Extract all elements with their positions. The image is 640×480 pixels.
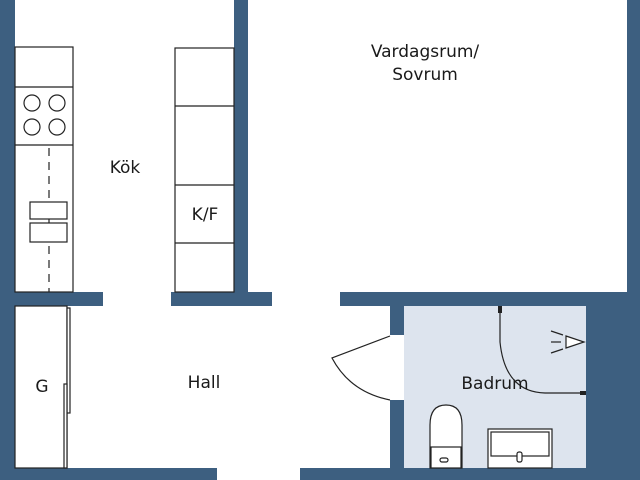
wardrobe	[14, 305, 71, 469]
bathroom-door	[331, 335, 391, 401]
room-label-bathroom: Badrum	[461, 374, 528, 394]
kitchen-cabinets-right	[174, 47, 235, 293]
room-label-living-2: Sovrum	[392, 65, 458, 85]
fridge-label: K/F	[192, 205, 219, 225]
wardrobe-label: G	[35, 377, 48, 397]
shower-head-icon	[550, 330, 586, 354]
toilet-icon	[429, 404, 463, 469]
kitchen-counter-left	[14, 46, 74, 293]
room-label-living: Vardagsrum/	[371, 42, 480, 62]
room-label-kitchen: Kök	[110, 158, 141, 178]
washbasin-icon	[487, 428, 553, 469]
stove-icon	[23, 94, 66, 136]
sink-icon	[29, 201, 68, 243]
shower-screen	[498, 306, 586, 395]
room-label-hall: Hall	[188, 373, 221, 393]
